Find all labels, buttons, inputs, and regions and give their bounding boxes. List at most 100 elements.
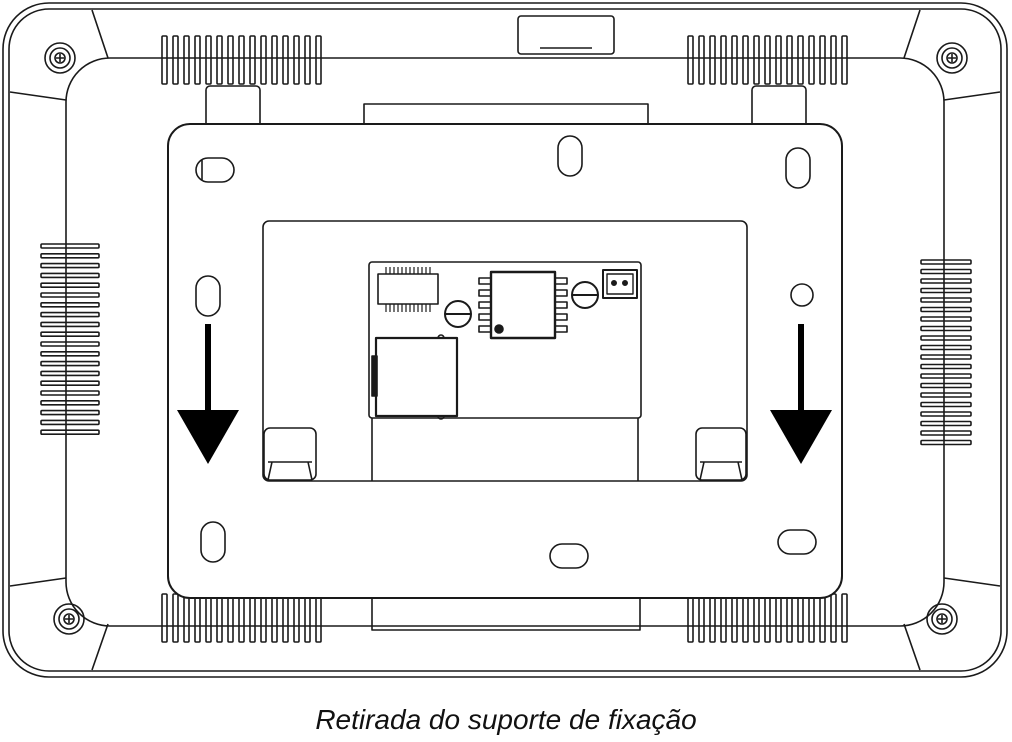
vent-slat bbox=[753, 35, 760, 85]
pcb-chip-small bbox=[377, 273, 439, 305]
vent-slat bbox=[271, 35, 278, 85]
vent-slat bbox=[920, 306, 972, 313]
bracket-plate bbox=[167, 123, 843, 599]
bracket-slot bbox=[195, 157, 235, 183]
screw-icon bbox=[926, 603, 958, 635]
vent-slat bbox=[775, 593, 782, 643]
vent-slat bbox=[40, 321, 100, 328]
vent-slat bbox=[687, 35, 694, 85]
vent-slat bbox=[227, 593, 234, 643]
vent-slat bbox=[841, 593, 848, 643]
vent-slat bbox=[293, 593, 300, 643]
vent-slat bbox=[161, 35, 168, 85]
vent-grille-bottom-left bbox=[161, 593, 322, 643]
vent-grille-top-left bbox=[161, 35, 322, 85]
vent-slat bbox=[830, 35, 837, 85]
chip-pin bbox=[478, 325, 492, 333]
chip-pin bbox=[554, 313, 568, 321]
vent-slat bbox=[920, 278, 972, 284]
vent-slat bbox=[742, 593, 749, 643]
vent-slat bbox=[920, 316, 972, 322]
vent-slat bbox=[698, 35, 705, 85]
screw-icon bbox=[444, 300, 472, 328]
vent-slat bbox=[687, 593, 694, 643]
vent-slat bbox=[920, 335, 972, 341]
vent-slat bbox=[161, 593, 168, 643]
vent-slat bbox=[282, 35, 289, 85]
vent-slat bbox=[786, 35, 793, 85]
bracket-cutout bbox=[262, 220, 748, 482]
vent-slat bbox=[920, 401, 972, 408]
vent-slat bbox=[40, 399, 100, 406]
chip-pin bbox=[478, 277, 492, 285]
vent-slat bbox=[920, 392, 972, 398]
vent-slat bbox=[797, 593, 804, 643]
vent-slat bbox=[920, 287, 972, 294]
bracket-slot bbox=[200, 521, 226, 563]
vent-slat bbox=[282, 593, 289, 643]
vent-slat bbox=[698, 593, 705, 643]
corner-bevel-tr bbox=[903, 9, 1001, 101]
vent-slat bbox=[709, 35, 716, 85]
vent-slat bbox=[819, 35, 826, 85]
vent-slat bbox=[920, 439, 972, 446]
vent-slat bbox=[315, 35, 322, 85]
vent-slat bbox=[205, 35, 212, 85]
vent-slat bbox=[797, 35, 804, 85]
vent-slat bbox=[172, 593, 179, 643]
bracket-slot bbox=[557, 135, 583, 177]
vent-slat bbox=[271, 593, 278, 643]
vent-slat bbox=[216, 593, 223, 643]
vent-slat bbox=[183, 593, 190, 643]
corner-bevel-bl bbox=[9, 577, 109, 671]
housing bbox=[2, 2, 1008, 678]
lower-center-strip bbox=[371, 595, 641, 631]
vent-slat bbox=[920, 411, 972, 417]
vent-slat bbox=[40, 380, 100, 387]
vent-slat bbox=[40, 419, 100, 426]
vent-slat bbox=[808, 593, 815, 643]
vent-slat bbox=[40, 429, 100, 436]
vent-slat bbox=[194, 593, 201, 643]
chip-pin bbox=[554, 289, 568, 297]
connector-icon bbox=[602, 269, 638, 299]
vent-slat bbox=[293, 35, 300, 85]
vent-slat bbox=[720, 35, 727, 85]
vent-slat bbox=[753, 593, 760, 643]
vent-slat bbox=[40, 243, 100, 249]
vent-slat bbox=[819, 593, 826, 643]
vent-grille-left bbox=[40, 243, 100, 436]
vent-slat bbox=[260, 593, 267, 643]
arrow-down-icon bbox=[770, 324, 832, 464]
vent-slat bbox=[920, 363, 972, 370]
chip-pin bbox=[554, 325, 568, 333]
chip-pin bbox=[554, 277, 568, 285]
vent-slat bbox=[40, 282, 100, 289]
vent-slat bbox=[709, 593, 716, 643]
vent-slat bbox=[216, 35, 223, 85]
figure-caption: Retirada do suporte de fixação bbox=[315, 704, 697, 735]
vent-grille-top-right bbox=[687, 35, 848, 85]
vent-slat bbox=[315, 593, 322, 643]
vent-slat bbox=[920, 382, 972, 389]
vent-slat bbox=[920, 297, 972, 303]
vent-slat bbox=[40, 262, 100, 269]
screw-icon bbox=[571, 281, 599, 309]
vent-slat bbox=[40, 341, 100, 347]
vent-slat bbox=[920, 420, 972, 427]
vent-slat bbox=[205, 593, 212, 643]
vent-slat bbox=[40, 292, 100, 298]
vent-grille-bottom-right bbox=[687, 593, 848, 643]
vent-slat bbox=[194, 35, 201, 85]
bracket-hole bbox=[790, 283, 814, 307]
vent-slat bbox=[238, 593, 245, 643]
vent-slat bbox=[920, 325, 972, 332]
top-clip bbox=[517, 15, 615, 55]
mounting-bracket bbox=[167, 123, 843, 599]
vent-slat bbox=[40, 301, 100, 308]
vent-slat bbox=[304, 35, 311, 85]
vent-slat bbox=[40, 311, 100, 318]
vent-grille-right bbox=[920, 259, 972, 446]
corner-bevel-br bbox=[903, 577, 1001, 671]
chip-pin bbox=[478, 313, 492, 321]
